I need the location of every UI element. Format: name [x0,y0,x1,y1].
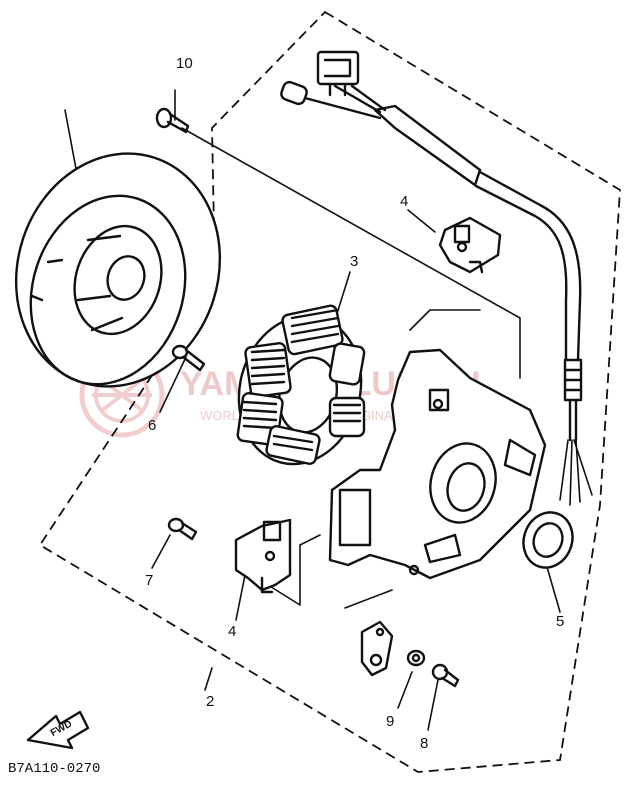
washer-9 [406,649,426,667]
clamp-bracket [360,620,394,677]
stator-base-plate [328,348,547,580]
callout-4-lower: 4 [228,623,236,640]
stator-coil [236,304,366,466]
oil-seal-5 [522,511,574,569]
screw-7 [167,517,198,541]
part-code: B7A110-0270 [8,761,100,777]
bolt-10 [155,107,190,134]
fwd-arrow: FWD [26,710,90,750]
callouts: 10 4 3 6 7 4 5 2 9 8 [145,55,564,752]
screw-6 [171,344,206,372]
callout-5: 5 [556,613,564,630]
flywheel-rotor [14,152,222,388]
assembly-boundary [38,10,621,773]
pickup-coil-lower [234,518,292,594]
callout-4-upper: 4 [400,193,408,210]
callout-8: 8 [420,735,428,752]
leader-lines [64,89,561,731]
callout-2: 2 [206,693,214,710]
callout-9: 9 [386,713,394,730]
callout-7: 7 [145,572,153,589]
pickup-coil-upper [438,216,502,274]
wire-harness [280,50,593,506]
callout-3: 3 [350,253,358,270]
callout-10: 10 [176,55,193,72]
bolt-8 [431,663,460,688]
callout-6: 6 [148,417,156,434]
